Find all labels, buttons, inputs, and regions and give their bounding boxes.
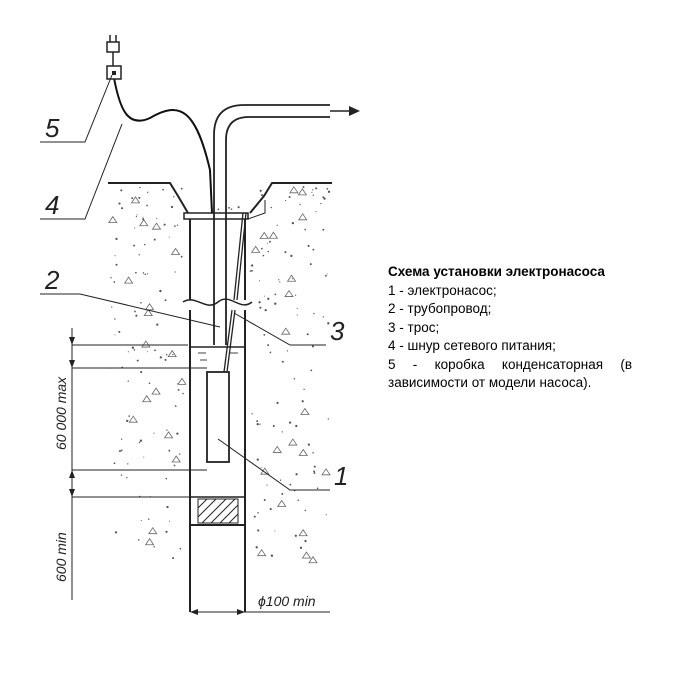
legend-item-1: 1 - электронасос; <box>388 282 497 298</box>
water-ripples <box>198 352 238 361</box>
soil-texture <box>108 186 331 564</box>
plug-icon <box>106 35 120 66</box>
flow-arrow <box>330 106 360 116</box>
legend-item-5-cont: зависимости от модели насоса). <box>388 375 592 390</box>
break-line <box>182 298 253 306</box>
legend-item-3: 3 - трос; <box>388 319 440 335</box>
callout-1: 1 <box>334 461 348 491</box>
callout-4: 4 <box>45 190 59 220</box>
legend-item-5: 5 - коробка конденсаторная (в <box>388 356 632 372</box>
pipeline <box>213 104 330 345</box>
sediment <box>190 496 245 524</box>
depth-max-label: 60 000 max <box>53 376 69 450</box>
depth-min-label: 600 min <box>53 532 69 582</box>
capacitor-box <box>106 65 122 80</box>
diameter-min-label: ϕ100 min <box>258 593 316 609</box>
callout-3: 3 <box>330 316 345 346</box>
power-cord <box>113 77 213 214</box>
legend-title: Схема установки электронасоса <box>388 264 605 279</box>
legend: Схема установки электронасоса 1 - электр… <box>388 263 632 393</box>
callout-2: 2 <box>44 265 60 295</box>
leader-lines <box>40 74 330 491</box>
dimension-lines <box>71 328 330 613</box>
ground-surface <box>108 182 332 214</box>
dimension-ticks <box>69 337 245 615</box>
rope <box>223 212 247 373</box>
pump-body <box>206 371 230 463</box>
legend-item-2: 2 - трубопровод; <box>388 301 492 316</box>
well-head-plate <box>183 212 249 220</box>
well-casing <box>189 219 246 612</box>
legend-item-4: 4 - шнур сетевого питания; <box>388 338 556 353</box>
callout-5: 5 <box>45 113 60 143</box>
